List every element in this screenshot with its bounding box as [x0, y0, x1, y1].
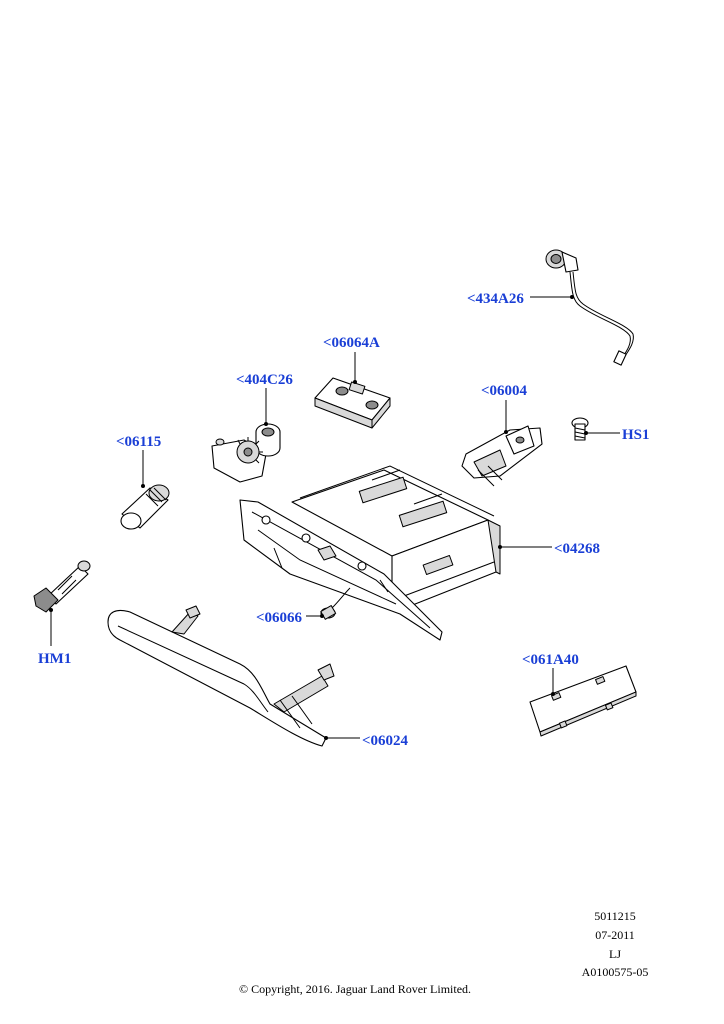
callout-06064A: <06064A	[323, 335, 380, 351]
part-06115-cylinder	[120, 484, 170, 530]
callout-06115: <06115	[116, 434, 161, 450]
illustration-id: A0100575-05	[581, 965, 649, 979]
part-404C26-actuator	[211, 423, 281, 483]
part-06004-lock	[461, 425, 543, 487]
part-HM1-lock-barrel	[33, 560, 91, 613]
callout-HM1: HM1	[38, 651, 71, 667]
glovebox-door-frame	[239, 499, 443, 641]
callout-06004: <06004	[481, 383, 528, 399]
callout-HS1: HS1	[622, 427, 650, 443]
callout-06024: <06024	[362, 733, 409, 749]
author-initials: LJ	[609, 947, 621, 961]
diagram-date: 07-2011	[595, 928, 635, 942]
callout-434A26: <434A26	[467, 291, 524, 307]
copyright-notice: © Copyright, 2016. Jaguar Land Rover Lim…	[238, 982, 472, 996]
part-HS1-screw	[571, 417, 589, 441]
part-061A40-panel	[529, 665, 637, 737]
part-434A26-cable	[545, 249, 634, 366]
part-06066-switch	[320, 587, 351, 620]
callout-061A40: <061A40	[522, 652, 579, 668]
callout-04268: <04268	[554, 541, 600, 557]
callout-06066: <06066	[256, 610, 303, 626]
part-06064A-latch	[314, 377, 391, 429]
callout-404C26: <404C26	[236, 372, 293, 388]
part-06024-glovebox-lid	[107, 605, 335, 747]
ref-number: 5011215	[594, 909, 636, 923]
